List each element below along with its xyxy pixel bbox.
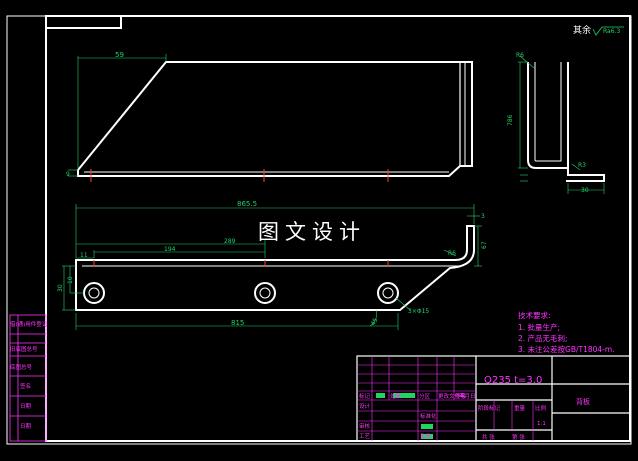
top-dim-67: 67	[481, 241, 488, 249]
tech-req-title: 技术要求:	[518, 310, 551, 320]
tb-scale: 比例	[535, 404, 547, 412]
tech-req-item-3: 3. 未注公差按GB/T1804-m.	[518, 344, 615, 354]
tb-scale-value: 1:1	[537, 421, 546, 427]
tb-sheet-total: 共 张	[482, 433, 495, 441]
tb-stage-mark: 阶段标记	[478, 404, 501, 412]
tb-row-mark: 标记	[359, 392, 371, 400]
top-dim-289: 289	[224, 238, 236, 245]
corner-label-box	[45, 16, 122, 29]
stamp-date-1: 日期	[20, 403, 32, 410]
tb-material: Q235 t=3.0	[484, 375, 542, 386]
left-stamp-grid	[9, 314, 47, 442]
top-view-dimensions	[62, 204, 482, 330]
front-view-dimensions	[68, 54, 167, 177]
top-dim-10: 10	[67, 276, 74, 284]
sheet-inner-border	[45, 15, 631, 442]
top-dim-30: 30	[57, 284, 64, 292]
stamp-borrow: 借(通)用件登记	[10, 320, 48, 328]
top-dim-bottom: 815	[231, 319, 244, 327]
tb-craft: 工艺	[359, 433, 371, 440]
tb-row-signature: 签名	[455, 392, 466, 400]
side-dim-height: 786	[507, 114, 514, 126]
surface-finish-label: 其余	[573, 24, 591, 36]
stamp-old-drawing: 旧底图总号	[10, 345, 38, 353]
tech-req-item-1: 1. 批量生产;	[518, 322, 560, 332]
stamp-drawing-no: 底图总号	[10, 363, 33, 371]
tb-row-date: 年月日	[459, 392, 476, 400]
front-view	[77, 61, 473, 177]
tb-standard: 标准化	[420, 412, 437, 420]
top-dim-overall: 865.5	[237, 200, 257, 208]
side-dim-width: 30	[581, 187, 589, 194]
stamp-date-2: 日期	[20, 423, 32, 430]
tb-sheet-no: 第 张	[512, 433, 525, 441]
top-dim-holes: 3×Φ15	[408, 308, 429, 315]
tb-part-name: 背板	[576, 397, 590, 406]
title-block-grid	[357, 356, 534, 441]
side-dim-r3: R3	[578, 162, 586, 169]
front-dim-top: 59	[115, 51, 124, 59]
title-block	[356, 355, 631, 442]
top-view-bend-marks	[93, 260, 389, 267]
side-view	[527, 62, 605, 182]
side-view-dimensions	[518, 55, 605, 194]
side-dim-radius: R6	[516, 52, 524, 59]
tb-weight: 重量	[514, 404, 526, 412]
tb-check: 审核	[359, 422, 371, 430]
tech-req-item-2: 2. 产品无毛刺;	[518, 333, 568, 343]
tb-design: 设计	[359, 402, 371, 410]
stamp-signature: 签名	[20, 382, 31, 390]
top-dim-194: 194	[164, 246, 176, 253]
top-dim-angle: 45	[370, 317, 380, 327]
tb-row-count: 处数	[390, 392, 402, 400]
tb-row-change: 更改文件号	[438, 392, 466, 400]
top-dim-11: 11	[80, 252, 88, 259]
top-dim-thickness: 3	[481, 213, 485, 220]
top-dim-radius: R6	[448, 250, 456, 257]
tb-approve: 批准	[420, 432, 432, 440]
mounting-holes	[83, 282, 399, 304]
title-block-fills	[376, 393, 433, 439]
front-dim-left: 9	[66, 171, 70, 178]
front-view-bend-marks	[90, 169, 389, 182]
watermark: 图文设计	[258, 220, 366, 244]
surface-finish-value: Ra6.3	[603, 28, 620, 35]
roughness-symbol-icon	[592, 26, 624, 36]
tb-row-zone: 分区	[419, 392, 431, 400]
